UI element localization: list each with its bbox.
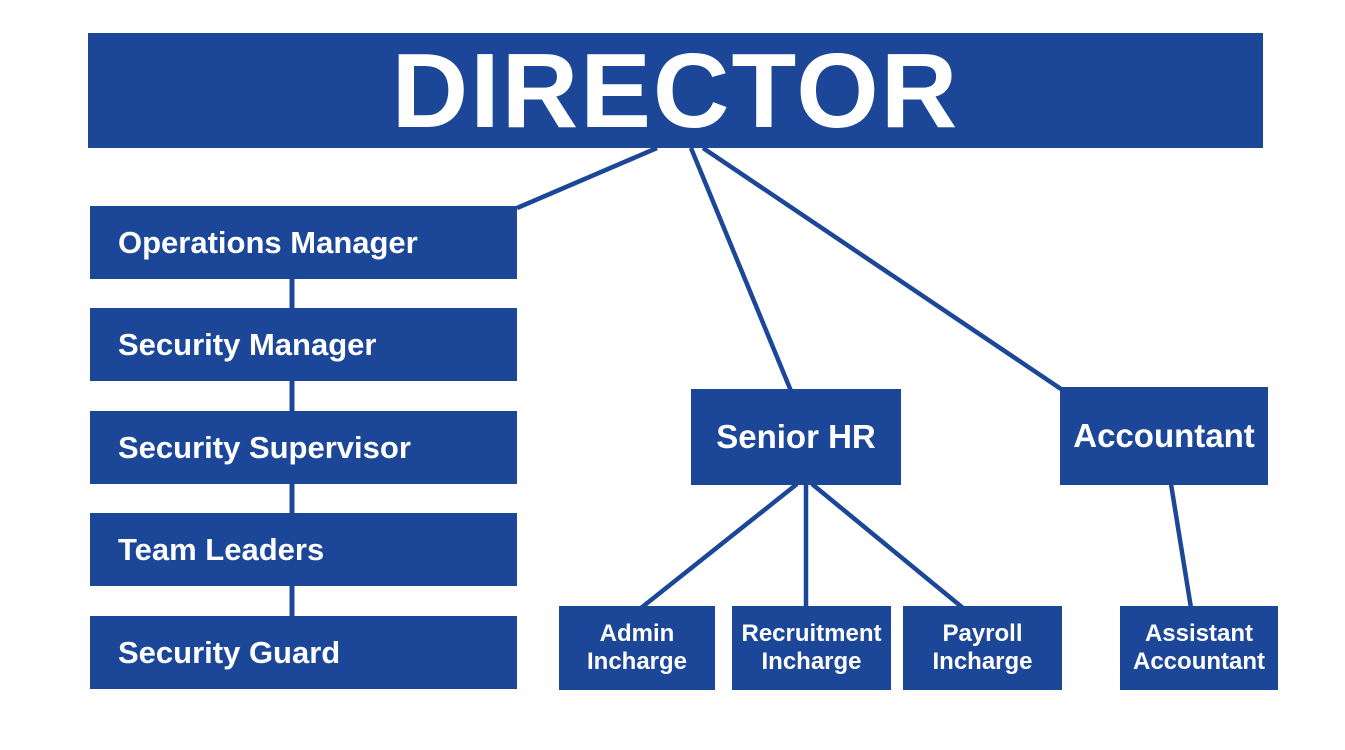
- node-operations-manager: Operations Manager: [90, 206, 517, 279]
- node-payroll-incharge: Payroll Incharge: [903, 606, 1062, 690]
- operations-manager-label: Operations Manager: [118, 224, 418, 260]
- director-label: DIRECTOR: [391, 31, 960, 150]
- security-manager-label: Security Manager: [118, 326, 377, 362]
- node-security-guard: Security Guard: [90, 616, 517, 689]
- payroll-incharge-line2: Incharge: [932, 648, 1033, 675]
- connector-director-senior-hr: [688, 147, 794, 392]
- connector-hr-admin: [639, 482, 799, 610]
- security-guard-label: Security Guard: [118, 634, 341, 670]
- recruitment-incharge-line1: Recruitment: [741, 619, 882, 647]
- payroll-incharge-line1: Payroll: [942, 619, 1023, 647]
- recruitment-incharge-line2: Incharge: [761, 648, 862, 675]
- admin-incharge-line1: Admin: [599, 619, 675, 647]
- security-supervisor-label: Security Supervisor: [118, 429, 411, 465]
- senior-hr-label: Senior HR: [716, 418, 876, 455]
- node-senior-hr: Senior HR: [691, 389, 901, 485]
- node-recruitment-incharge: Recruitment Incharge: [732, 606, 891, 690]
- node-security-supervisor: Security Supervisor: [90, 411, 517, 484]
- connector-director-operations: [516, 145, 658, 211]
- assistant-accountant-line2: Accountant: [1133, 648, 1265, 675]
- assistant-accountant-line1: Assistant: [1144, 619, 1254, 647]
- node-team-leaders: Team Leaders: [90, 513, 517, 586]
- node-admin-incharge: Admin Incharge: [559, 606, 715, 690]
- node-accountant: Accountant: [1060, 387, 1268, 485]
- connector-hr-payroll: [810, 482, 965, 610]
- node-security-manager: Security Manager: [90, 308, 517, 381]
- accountant-label: Accountant: [1073, 417, 1255, 454]
- team-leaders-label: Team Leaders: [118, 531, 325, 567]
- node-assistant-accountant: Assistant Accountant: [1120, 606, 1278, 690]
- connector-director-accountant: [701, 146, 1063, 391]
- admin-incharge-line2: Incharge: [586, 648, 688, 675]
- node-director: DIRECTOR: [88, 33, 1263, 148]
- connector-accountant-assistant: [1168, 483, 1194, 609]
